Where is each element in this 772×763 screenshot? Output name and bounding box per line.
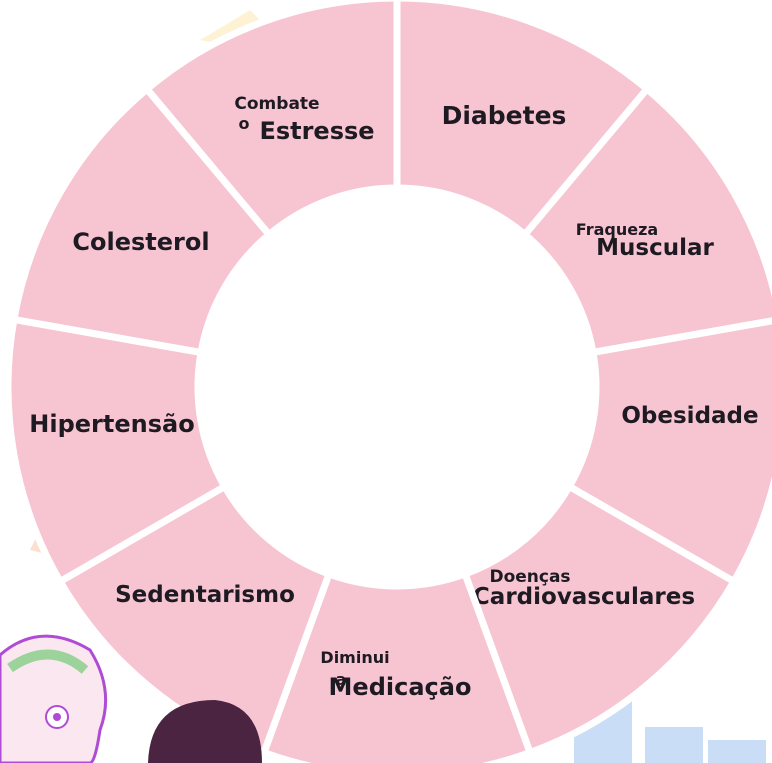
character-pupil <box>53 713 61 721</box>
segment-label-top: Fraqueza <box>576 220 658 239</box>
segment-label-prefix: o <box>239 114 250 133</box>
segment-label-top: Doenças <box>489 567 570 587</box>
segment-label-top: Combate <box>234 94 319 114</box>
wheel-center <box>198 188 596 586</box>
segment-label-main: Diabetes <box>442 101 567 130</box>
segment-label-main: Colesterol <box>72 228 209 256</box>
segment-label-main: Cardiovasculares <box>473 584 695 610</box>
segment-label-main: Sedentarismo <box>115 582 295 608</box>
segment-label: Obesidade <box>621 403 758 429</box>
segment-label-main: Estresse <box>259 117 374 145</box>
segment-label: Diabetes <box>442 101 567 130</box>
segment-label: Colesterol <box>72 228 209 256</box>
segment-label-top: Diminui <box>320 648 389 667</box>
segment-label-main: Hipertensão <box>29 410 194 438</box>
segment-label: Hipertensão <box>29 410 194 438</box>
decor-bar <box>708 740 766 763</box>
segment-label-main: Obesidade <box>621 403 758 429</box>
decor-bar <box>645 727 703 763</box>
segment-label-prefix: a <box>336 670 347 689</box>
segment-label-main: Medicação <box>329 673 472 701</box>
segment-label: Sedentarismo <box>115 582 295 608</box>
